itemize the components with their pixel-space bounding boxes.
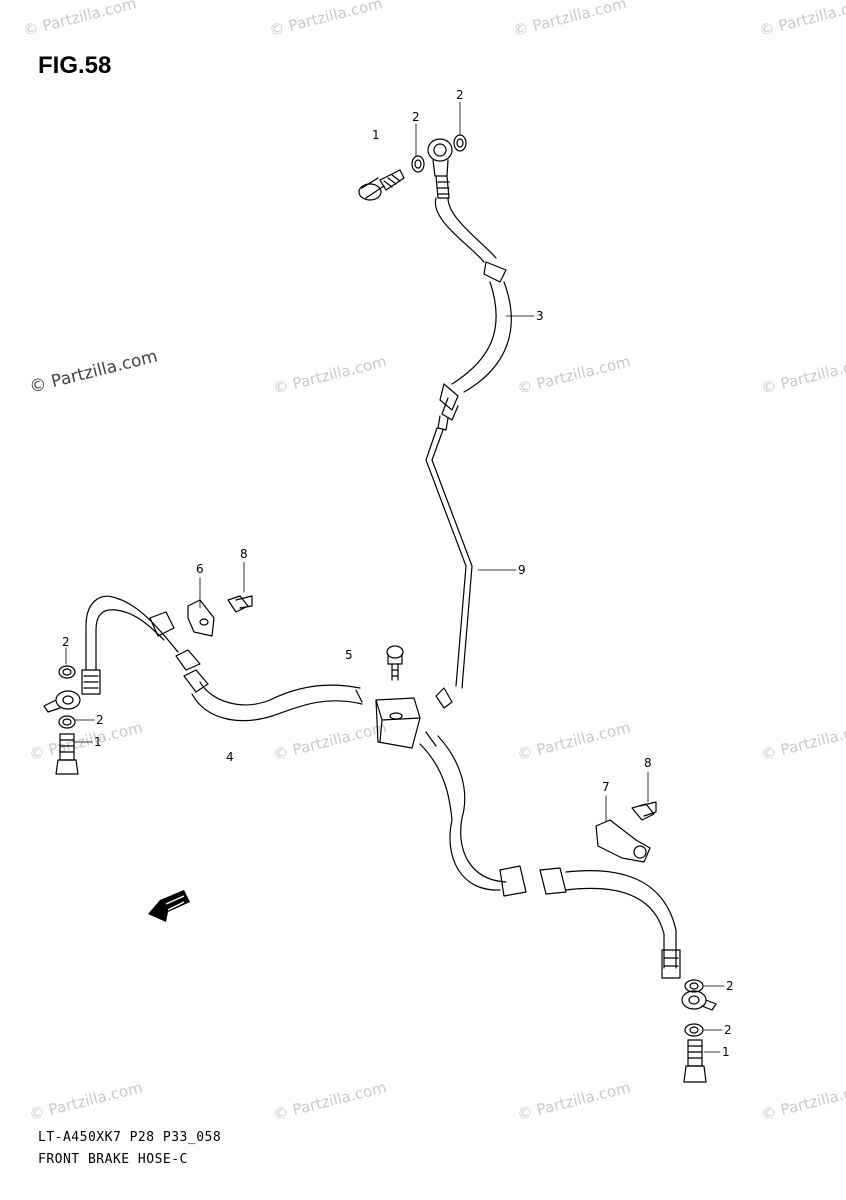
callout-1-right: 1 bbox=[722, 1045, 730, 1059]
callout-2-left-b: 2 bbox=[96, 713, 104, 727]
hose-right bbox=[419, 731, 507, 891]
figure-title: FIG.58 bbox=[38, 52, 112, 79]
callout-4: 4 bbox=[226, 750, 234, 764]
callout-1-top: 1 bbox=[372, 128, 380, 142]
callout-2-left-a: 2 bbox=[62, 635, 70, 649]
callout-7: 7 bbox=[602, 780, 610, 794]
bracket-7 bbox=[595, 819, 651, 863]
callout-9: 9 bbox=[518, 563, 526, 577]
washer-right-2 bbox=[684, 1023, 704, 1037]
callout-3: 3 bbox=[536, 309, 544, 323]
banjo-fitting-right bbox=[681, 990, 717, 1011]
joint-block bbox=[375, 697, 421, 749]
washer-left-2 bbox=[58, 715, 76, 729]
bolt-5 bbox=[386, 645, 404, 681]
banjo-fitting-top bbox=[427, 138, 453, 199]
diagram-code: LT-A450XK7 P28 P33_058 bbox=[38, 1130, 222, 1145]
washer-right-1 bbox=[684, 979, 704, 993]
washer-left-1 bbox=[58, 665, 76, 679]
callout-2-top-2: 2 bbox=[456, 88, 464, 102]
pipe-9 bbox=[425, 427, 473, 689]
washer-top-2 bbox=[453, 134, 467, 152]
callout-1-left: 1 bbox=[94, 735, 102, 749]
callout-5: 5 bbox=[345, 648, 353, 662]
bolt-8-right bbox=[631, 801, 657, 821]
forward-arrow-icon bbox=[148, 890, 190, 922]
bracket-6 bbox=[187, 599, 215, 637]
washer-top-1 bbox=[411, 155, 425, 173]
callout-8-left: 8 bbox=[240, 547, 248, 561]
banjo-fitting-left bbox=[43, 690, 81, 713]
callout-2-top-1: 2 bbox=[412, 110, 420, 124]
callout-2-right-b: 2 bbox=[724, 1023, 732, 1037]
callout-2-right-a: 2 bbox=[726, 979, 734, 993]
callout-8-right: 8 bbox=[644, 756, 652, 770]
banjo-bolt-top bbox=[358, 169, 405, 201]
banjo-bolt-right bbox=[683, 1039, 707, 1083]
hose-4 bbox=[191, 681, 363, 722]
hose-3 bbox=[434, 197, 497, 263]
banjo-bolt-left bbox=[55, 733, 79, 775]
callout-6: 6 bbox=[196, 562, 204, 576]
bolt-8-left bbox=[227, 595, 253, 613]
diagram-caption: FRONT BRAKE HOSE-C bbox=[38, 1152, 188, 1167]
